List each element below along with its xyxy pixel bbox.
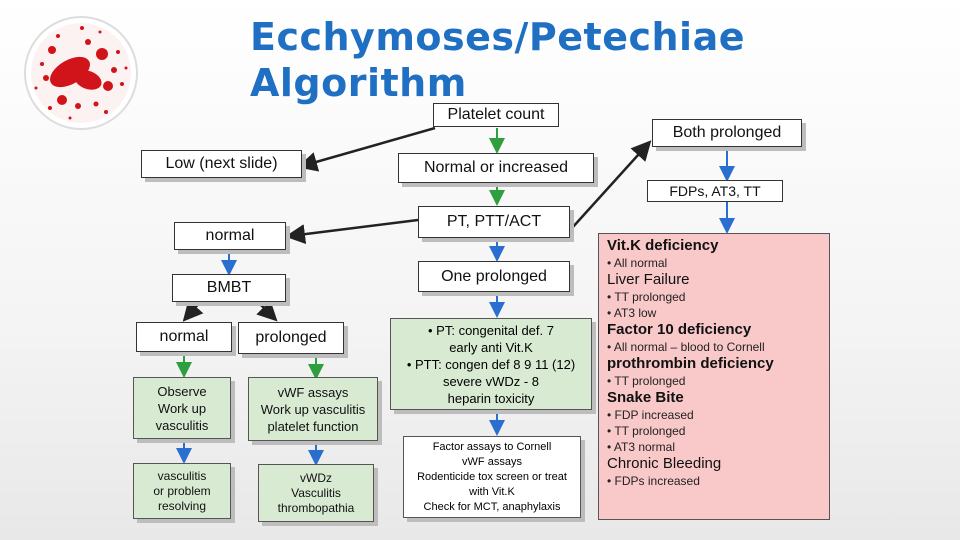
one-prolonged-box: One prolonged [418, 261, 570, 292]
diff-heading-factor10: Factor 10 deficiency [607, 321, 752, 338]
pt-ptt-differential-note: • PT: congenital def. 7 early anti Vit.K… [390, 318, 592, 410]
page-title: Ecchymoses/Petechiae Algorithm [250, 14, 745, 106]
diff-heading-vitk: Vit.K deficiency [607, 237, 719, 254]
platelet-count-box: Platelet count [433, 103, 559, 127]
arrow-to-prolonged [256, 300, 278, 322]
diff-item: • TT prolonged [607, 424, 686, 438]
diff-item: • TT prolonged [607, 374, 686, 388]
arrow-to-both-prolonged [571, 140, 652, 229]
prolonged-box: prolonged [238, 322, 344, 354]
normal-box-2: normal [136, 322, 232, 352]
vasculitis-box: vasculitis or problem resolving [133, 463, 231, 519]
diff-item: • AT3 low [607, 306, 657, 320]
bmbt-box: BMBT [172, 274, 286, 302]
diff-item: • FDP increased [607, 408, 694, 422]
vwf-assays-box: vWF assays Work up vasculitis platelet f… [248, 377, 378, 441]
normal-or-increased-box: Normal or increased [398, 153, 594, 183]
diff-heading-liver: Liver Failure [607, 271, 690, 288]
diff-item: • AT3 normal [607, 440, 676, 454]
vwdz-box: vWDz Vasculitis thrombopathia [258, 464, 374, 522]
normal-box-1: normal [174, 222, 286, 250]
both-prolonged-box: Both prolonged [652, 119, 802, 147]
arrow-to-normal-2 [182, 300, 204, 322]
title-line-1: Ecchymoses/Petechiae [250, 15, 746, 59]
low-box: Low (next slide) [141, 150, 302, 178]
diff-item: • All normal – blood to Cornell [607, 340, 765, 354]
factor-assays-note: Factor assays to Cornell vWF assays Rode… [403, 436, 581, 518]
diff-item: • TT prolonged [607, 290, 686, 304]
pt-ptt-box: PT, PTT/ACT [418, 206, 570, 238]
diff-heading-prothrombin: prothrombin deficiency [607, 355, 774, 372]
fdps-box: FDPs, AT3, TT [647, 180, 783, 202]
title-line-2: Algorithm [250, 61, 467, 105]
diff-item: • All normal [607, 256, 668, 270]
observe-box: Observe Work up vasculitis [133, 377, 231, 439]
diff-heading-chronic: Chronic Bleeding [607, 455, 722, 472]
arrow-to-low [297, 126, 436, 172]
diff-item: • FDPs increased [607, 474, 700, 488]
arrow-to-normal-left [285, 218, 419, 245]
diff-heading-snake: Snake Bite [607, 389, 684, 406]
differentials-panel: Vit.K deficiency • All normal Liver Fail… [598, 233, 830, 520]
blood-smear-image [24, 16, 138, 130]
